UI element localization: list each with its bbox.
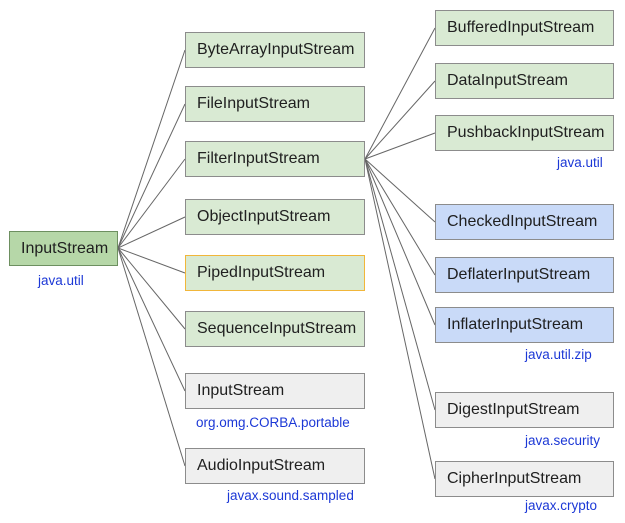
edge-root-object <box>117 216 186 249</box>
node-label: SequenceInputStream <box>197 320 357 337</box>
node-label: ByteArrayInputStream <box>197 41 355 58</box>
corba-package-label: org.omg.CORBA.portable <box>196 415 350 430</box>
node-cipher: CipherInputStream <box>435 461 614 497</box>
audio-package-label: javax.sound.sampled <box>227 488 354 503</box>
node-label: ObjectInputStream <box>197 208 331 225</box>
edge-filter-deflater <box>364 158 436 276</box>
edge-root-corba <box>117 247 186 392</box>
node-digest: DigestInputStream <box>435 392 614 428</box>
node-sequence: SequenceInputStream <box>185 311 365 347</box>
node-label: PushbackInputStream <box>447 124 605 141</box>
edge-filter-cipher <box>364 158 436 480</box>
node-data: DataInputStream <box>435 63 614 99</box>
root-node-label: InputStream <box>21 239 109 257</box>
edge-root-sequence <box>117 247 186 330</box>
edge-filter-data <box>364 80 436 160</box>
node-label: DeflaterInputStream <box>447 266 591 283</box>
node-label: InputStream <box>197 382 285 399</box>
node-label: DigestInputStream <box>447 401 580 418</box>
edge-root-audio <box>117 247 186 467</box>
edge-filter-pushback <box>364 132 436 160</box>
node-inflater: InflaterInputStream <box>435 307 614 343</box>
edge-filter-digest <box>364 158 436 411</box>
edge-filter-inflater <box>364 158 436 326</box>
node-label: FilterInputStream <box>197 150 320 167</box>
node-file: FileInputStream <box>185 86 365 122</box>
node-deflater: DeflaterInputStream <box>435 257 614 293</box>
edge-root-filter <box>117 158 186 249</box>
node-pushback: PushbackInputStream <box>435 115 614 151</box>
node-object: ObjectInputStream <box>185 199 365 235</box>
root-node-inputstream: InputStream <box>9 231 118 266</box>
edge-root-bytearray <box>117 49 186 249</box>
node-label: PipedInputStream <box>197 264 326 281</box>
node-audio: AudioInputStream <box>185 448 365 484</box>
edge-root-file <box>117 103 186 249</box>
root-package-label: java.util <box>38 273 84 288</box>
java-util-group-label: java.util <box>557 155 603 170</box>
node-checked: CheckedInputStream <box>435 204 614 240</box>
node-corba-inputstream: InputStream <box>185 373 365 409</box>
node-label: InflaterInputStream <box>447 316 584 333</box>
node-buffered: BufferedInputStream <box>435 10 614 46</box>
crypto-package-label: javax.crypto <box>525 498 598 513</box>
node-filter: FilterInputStream <box>185 141 365 177</box>
node-label: CipherInputStream <box>447 470 582 487</box>
node-label: AudioInputStream <box>197 457 326 474</box>
edge-filter-buffered <box>364 27 436 160</box>
edge-filter-checked <box>364 158 436 223</box>
node-label: BufferedInputStream <box>447 19 595 36</box>
node-piped: PipedInputStream <box>185 255 365 291</box>
node-label: FileInputStream <box>197 95 310 112</box>
node-label: DataInputStream <box>447 72 568 89</box>
edge-root-piped <box>117 247 186 274</box>
security-package-label: java.security <box>525 433 601 448</box>
zip-group-label: java.util.zip <box>525 347 592 362</box>
node-bytearray: ByteArrayInputStream <box>185 32 365 68</box>
node-label: CheckedInputStream <box>447 213 598 230</box>
